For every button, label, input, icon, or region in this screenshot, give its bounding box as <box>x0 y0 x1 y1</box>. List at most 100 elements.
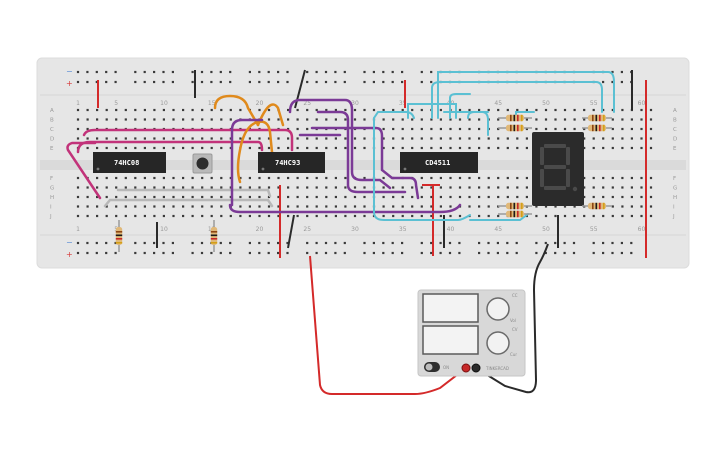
breadboard-hole[interactable] <box>76 118 80 121</box>
breadboard-hole[interactable] <box>201 137 204 140</box>
breadboard-hole[interactable] <box>143 146 146 150</box>
breadboard-hole[interactable] <box>171 70 174 74</box>
breadboard-hole[interactable] <box>430 186 433 189</box>
breadboard-hole[interactable] <box>420 118 423 121</box>
breadboard-hole[interactable] <box>516 137 519 140</box>
breadboard-hole[interactable] <box>487 205 490 208</box>
breadboard-hole[interactable] <box>649 176 653 180</box>
breadboard-hole[interactable] <box>411 127 414 131</box>
breadboard-hole[interactable] <box>267 80 270 84</box>
breadboard-hole[interactable] <box>277 251 280 255</box>
breadboard-hole[interactable] <box>277 137 280 140</box>
breadboard-hole[interactable] <box>478 205 481 208</box>
breadboard-hole[interactable] <box>143 108 146 112</box>
breadboard-hole[interactable] <box>86 137 89 140</box>
breadboard-hole[interactable] <box>411 195 414 199</box>
breadboard-hole[interactable] <box>372 251 375 255</box>
breadboard-hole[interactable] <box>96 195 99 199</box>
breadboard-hole[interactable] <box>611 251 614 255</box>
breadboard-hole[interactable] <box>401 186 404 189</box>
breadboard-hole[interactable] <box>563 241 566 245</box>
breadboard-hole[interactable] <box>525 137 528 140</box>
breadboard-hole[interactable] <box>210 108 213 112</box>
breadboard-hole[interactable] <box>640 176 643 180</box>
voltage-knob[interactable] <box>486 297 510 321</box>
breadboard-hole[interactable] <box>258 146 261 150</box>
breadboard-hole[interactable] <box>649 137 653 140</box>
breadboard-hole[interactable] <box>411 118 414 121</box>
breadboard-hole[interactable] <box>583 127 586 131</box>
breadboard-hole[interactable] <box>649 186 653 189</box>
breadboard-hole[interactable] <box>449 137 452 140</box>
breadboard-hole[interactable] <box>76 205 80 208</box>
breadboard-hole[interactable] <box>363 70 366 74</box>
resistor[interactable] <box>115 220 123 252</box>
breadboard-hole[interactable] <box>506 108 509 112</box>
breadboard-hole[interactable] <box>277 70 280 74</box>
breadboard-hole[interactable] <box>554 214 557 218</box>
breadboard-hole[interactable] <box>630 241 633 245</box>
breadboard-hole[interactable] <box>630 195 633 199</box>
breadboard-hole[interactable] <box>124 176 127 180</box>
breadboard-hole[interactable] <box>229 108 232 112</box>
breadboard-hole[interactable] <box>487 251 490 255</box>
breadboard-hole[interactable] <box>334 108 337 112</box>
breadboard-hole[interactable] <box>171 80 174 84</box>
breadboard-hole[interactable] <box>516 146 519 150</box>
breadboard-hole[interactable] <box>525 186 528 189</box>
breadboard-hole[interactable] <box>478 176 481 180</box>
breadboard-hole[interactable] <box>76 241 80 245</box>
breadboard-hole[interactable] <box>153 137 156 140</box>
breadboard-hole[interactable] <box>153 80 156 84</box>
breadboard-hole[interactable] <box>210 195 213 199</box>
breadboard-hole[interactable] <box>621 195 624 199</box>
breadboard-hole[interactable] <box>401 127 404 131</box>
breadboard-hole[interactable] <box>86 70 89 74</box>
breadboard-hole[interactable] <box>143 195 146 199</box>
breadboard-hole[interactable] <box>392 146 395 150</box>
breadboard-hole[interactable] <box>478 195 481 199</box>
breadboard-hole[interactable] <box>239 108 242 112</box>
breadboard-hole[interactable] <box>219 241 222 245</box>
breadboard-hole[interactable] <box>210 137 213 140</box>
breadboard-hole[interactable] <box>153 205 156 208</box>
breadboard-hole[interactable] <box>315 137 318 140</box>
breadboard-hole[interactable] <box>296 214 299 218</box>
breadboard-hole[interactable] <box>468 108 471 112</box>
breadboard-hole[interactable] <box>420 241 423 245</box>
breadboard-hole[interactable] <box>439 127 442 131</box>
breadboard-hole[interactable] <box>497 137 500 140</box>
breadboard-hole[interactable] <box>430 241 433 245</box>
breadboard-hole[interactable] <box>468 137 471 140</box>
breadboard-hole[interactable] <box>496 241 499 245</box>
breadboard-hole[interactable] <box>439 176 442 180</box>
breadboard-hole[interactable] <box>267 176 271 180</box>
breadboard-hole[interactable] <box>124 205 127 208</box>
breadboard-hole[interactable] <box>86 80 89 84</box>
breadboard-hole[interactable] <box>334 195 337 199</box>
breadboard-hole[interactable] <box>258 214 261 218</box>
breadboard-hole[interactable] <box>497 127 500 131</box>
breadboard-hole[interactable] <box>124 118 127 121</box>
breadboard-hole[interactable] <box>382 118 385 121</box>
breadboard-hole[interactable] <box>248 214 251 218</box>
breadboard-hole[interactable] <box>267 195 271 199</box>
breadboard-hole[interactable] <box>143 205 146 208</box>
breadboard-hole[interactable] <box>439 118 442 121</box>
breadboard-hole[interactable] <box>602 195 605 199</box>
breadboard-hole[interactable] <box>487 241 490 245</box>
breadboard-hole[interactable] <box>382 251 385 255</box>
breadboard-hole[interactable] <box>324 70 328 74</box>
breadboard-hole[interactable] <box>306 205 309 208</box>
breadboard-hole[interactable] <box>458 241 461 245</box>
breadboard-hole[interactable] <box>649 205 653 208</box>
breadboard-hole[interactable] <box>143 70 146 74</box>
breadboard-hole[interactable] <box>325 195 328 199</box>
breadboard-hole[interactable] <box>344 205 347 208</box>
breadboard-hole[interactable] <box>611 241 614 245</box>
breadboard-hole[interactable] <box>649 146 653 150</box>
breadboard-hole[interactable] <box>182 195 185 199</box>
breadboard-hole[interactable] <box>382 186 385 189</box>
breadboard-hole[interactable] <box>401 146 404 150</box>
breadboard-hole[interactable] <box>554 108 557 112</box>
